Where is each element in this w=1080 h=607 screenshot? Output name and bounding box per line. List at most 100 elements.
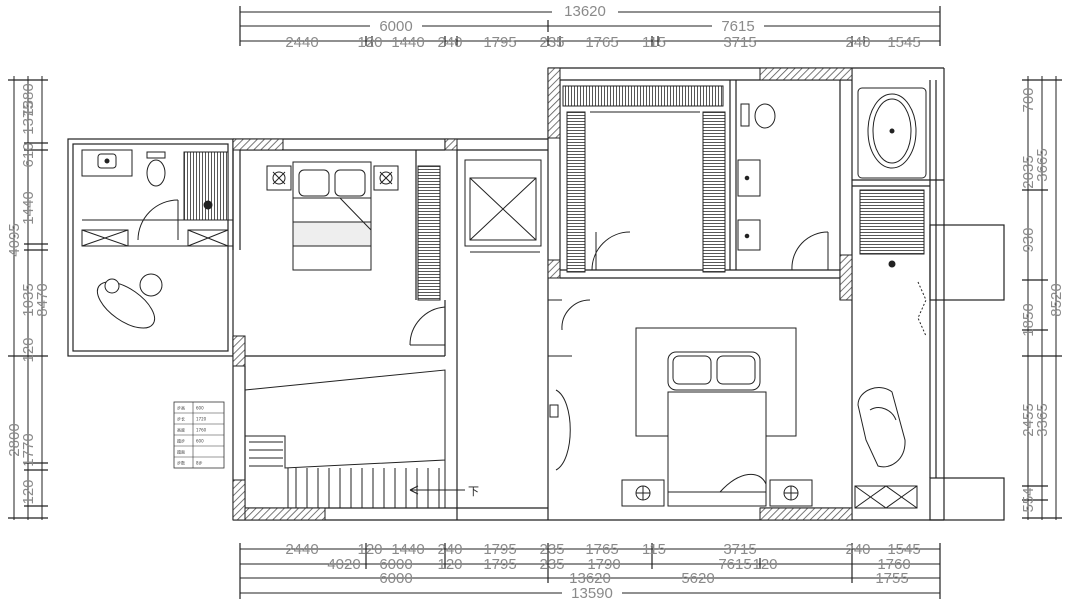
dim-bottom-row3-label: 13620 — [569, 570, 611, 587]
dim-left-inner-label: 1035 — [20, 283, 37, 316]
armchair — [857, 387, 906, 468]
left-dimension-labels: 4095280084701380137561014401035120177012… — [6, 83, 51, 504]
dim-left-inner-label: 120 — [20, 479, 37, 504]
dim-bottom-row2-label: 1795 — [483, 556, 516, 573]
right-dimension-chains — [1022, 76, 1062, 520]
shower-tray-2 — [859, 189, 925, 255]
dim-bottom-row1-label: 1795 — [483, 541, 516, 558]
pillow — [298, 169, 330, 197]
dim-right-inner-label: 554 — [1020, 487, 1037, 512]
shower-drain-icon — [203, 200, 213, 210]
dim-top-row3-label: 1795 — [483, 34, 516, 51]
dim-right-outer-label: 8520 — [1048, 283, 1065, 316]
closet-rail-top — [562, 85, 724, 107]
dim-bottom-total: 13590 — [571, 585, 613, 602]
stair-direction-label: 下 — [468, 485, 479, 498]
dim-bottom-row3-label: 1755 — [875, 570, 908, 587]
dim-bottom-row2-label: 7615 — [718, 556, 751, 573]
dim-left-outer-label: 2800 — [6, 423, 23, 456]
dim-top-row3-label: 1440 — [391, 34, 424, 51]
legend-value: 1760 — [196, 428, 207, 433]
top-row3-labels: 2440 120 1440 240 1795 235 1765 115 3715 240 1545 — [285, 34, 920, 51]
dim-left-inner-label: 610 — [20, 142, 37, 167]
dim-top-row3-label: 1545 — [887, 34, 920, 51]
door-swing — [561, 299, 591, 331]
dim-left-inner-label: 1375 — [20, 101, 37, 134]
bedroom-1 — [266, 161, 446, 346]
legend-key: 步长 — [177, 416, 185, 422]
hatched-walls — [232, 67, 853, 521]
dim-bottom-row1-label: 240 — [437, 541, 462, 558]
dim-right-inner-label: 1850 — [1020, 303, 1037, 336]
dim-right-inner-label: 930 — [1020, 227, 1037, 252]
dim-top-total: 13620 — [564, 3, 606, 20]
legend-key: 步数 — [177, 460, 185, 466]
dim-bottom-row3-label: 5620 — [681, 570, 714, 587]
legend-value: 600 — [196, 406, 204, 411]
dim-bottom-row2-label: 120 — [752, 556, 777, 573]
dim-bottom-row2-label: 6000 — [379, 556, 412, 573]
closet-rail-left — [566, 111, 586, 273]
legend-value: 600 — [196, 439, 204, 444]
door-swing — [791, 231, 829, 271]
dim-top-row3-label: 240 — [845, 34, 870, 51]
legend-key: 踏步 — [177, 438, 185, 444]
dim-bottom-row1-label: 120 — [357, 541, 382, 558]
legend-value: 8步 — [196, 460, 203, 466]
legend-key: 步高 — [177, 405, 185, 411]
dim-bottom-row2-label: 1760 — [877, 556, 910, 573]
pillow — [334, 169, 366, 197]
left-dimension-chains — [8, 76, 48, 520]
dim-bottom-row1-label: 240 — [845, 541, 870, 558]
side-table — [139, 273, 163, 297]
dim-bottom-row1-label: 235 — [539, 541, 564, 558]
lift-core — [464, 159, 542, 253]
legend-key: 踏面 — [177, 449, 185, 455]
dim-left-inner-label: 1380 — [20, 83, 37, 116]
dim-top-row3-label: 3715 — [723, 34, 756, 51]
shower-tray — [183, 151, 229, 221]
dim-left-inner-label: 120 — [20, 337, 37, 362]
dim-bottom-row2-label: 235 — [539, 556, 564, 573]
dim-top-right: 7615 — [721, 18, 754, 35]
legend-value: 1720 — [196, 417, 207, 422]
shower-drain-icon — [888, 260, 896, 268]
dim-left-mid-label: 8470 — [34, 283, 51, 316]
dim-left-inner-label: 1770 — [20, 433, 37, 466]
dim-top-row3-label: 235 — [539, 34, 564, 51]
master-bedroom — [547, 281, 927, 509]
door-swing — [137, 199, 179, 241]
dim-top-row3-label: 120 — [357, 34, 382, 51]
double-bed-2 — [667, 391, 767, 507]
cabinet — [854, 485, 918, 509]
door-swing — [591, 231, 631, 271]
toilet-icon — [754, 103, 776, 129]
elevator-shaft — [464, 159, 542, 247]
dim-top-row3-label: 1765 — [585, 34, 618, 51]
door-swing — [409, 306, 446, 346]
dim-top-row3-label: 2440 — [285, 34, 318, 51]
dim-right-mid-label: 3365 — [1034, 403, 1051, 436]
staircase — [244, 369, 465, 508]
dim-bottom-row1-label: 3715 — [723, 541, 756, 558]
left-bathroom — [81, 149, 233, 329]
dim-right-mid-label: 3665 — [1034, 148, 1051, 181]
dim-top-row3-label: 115 — [642, 34, 666, 51]
dim-bottom-row1-label: 1545 — [887, 541, 920, 558]
toilet-tank — [146, 151, 166, 159]
dim-bottom-row1-label: 1440 — [391, 541, 424, 558]
dim-right-inner-label: 2035 — [1020, 155, 1037, 188]
toilet-icon — [146, 159, 166, 187]
wardrobe-1 — [417, 165, 441, 301]
dim-bottom-row1-label: 115 — [642, 541, 666, 558]
dim-top-row3-label: 240 — [437, 34, 462, 51]
dim-bottom-row2-label: 120 — [437, 556, 462, 573]
